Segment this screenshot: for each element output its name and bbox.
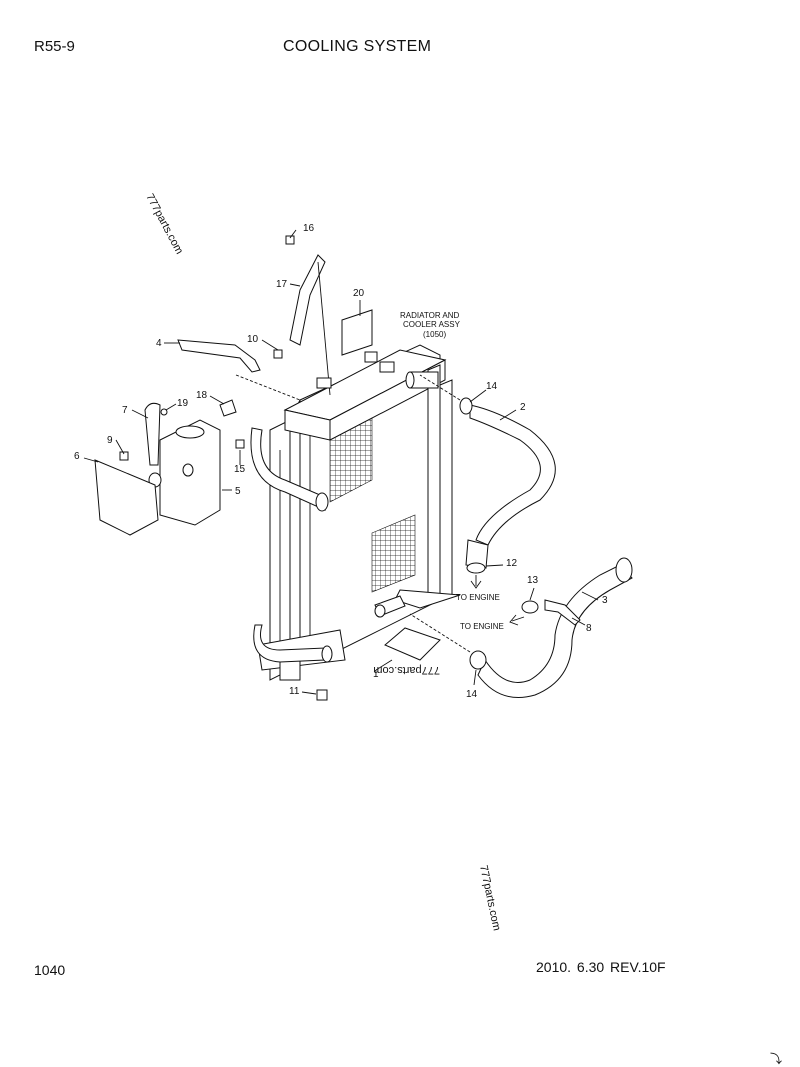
callout-6: 6 [74,451,80,462]
upper-hose [465,404,556,569]
corner-mark: ⤵ [770,1052,783,1066]
reservoir-tank [94,402,221,536]
leader-lines [83,229,599,695]
callout-7: 7 [122,405,128,416]
page-title: COOLING SYSTEM [283,38,432,55]
callout-20: 20 [353,288,365,299]
model-code: R55-9 [34,38,75,55]
callout-19: 19 [177,398,189,409]
callout-9: 9 [107,435,113,446]
hose-clamps [459,397,581,670]
note-to-engine-2: TO ENGINE [460,622,504,631]
callout-15: 15 [234,464,246,475]
callout-3: 3 [602,595,608,606]
revision-date: 2010. 6.30 REV.10F [536,959,666,975]
callout-2: 2 [520,402,526,413]
decal-plate [341,309,373,356]
assembly-label-line1: RADIATOR AND [400,311,459,320]
callout-14b: 14 [466,689,478,700]
watermark-1: 777parts.com [143,192,185,256]
callout-18: 18 [196,390,208,401]
assembly-label-line2: COOLER ASSY [403,320,461,329]
callout-12: 12 [506,558,518,569]
page-number: 1040 [34,962,66,978]
callout-13: 13 [527,575,539,586]
watermark-3: 777parts.com [477,864,503,932]
radiator-assembly [250,344,461,681]
callout-17: 17 [276,279,288,290]
callout-14a: 14 [486,381,498,392]
callout-8: 8 [586,623,592,634]
callout-11: 11 [289,686,300,697]
callout-4: 4 [156,338,162,349]
assembly-label-line3: (1050) [423,330,446,339]
callout-16: 16 [303,223,315,234]
callout-1: 1 [373,669,379,680]
callout-5: 5 [235,486,241,497]
note-to-engine-1: TO ENGINE [456,593,500,602]
callout-10: 10 [247,334,259,345]
brackets [177,254,332,396]
watermark-2: 777parts.com [373,664,440,676]
